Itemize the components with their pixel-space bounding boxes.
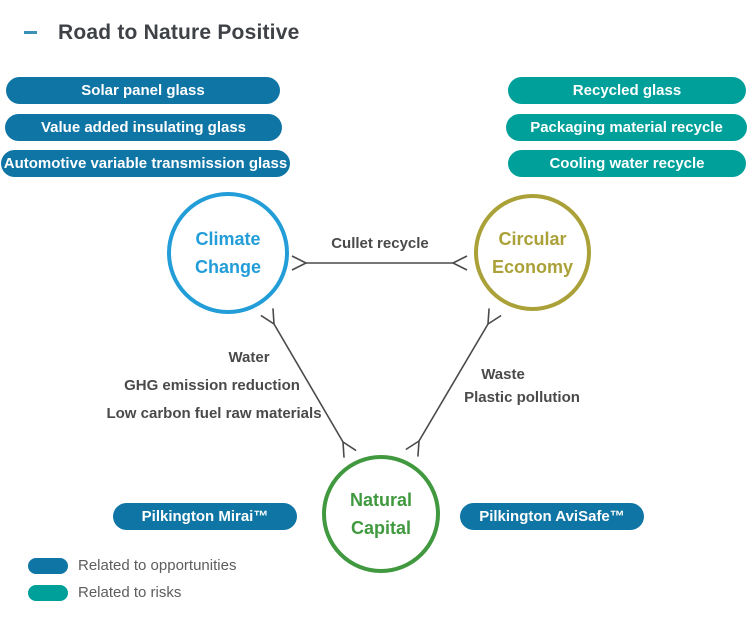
- legend-opportunities-label: Related to opportunities: [78, 557, 237, 574]
- node-climate-change-line1: Climate: [195, 229, 261, 249]
- label-plastic-pollution: Plastic pollution: [464, 389, 580, 406]
- legend-opportunities-swatch: [28, 558, 68, 574]
- label-low-carbon-fuel-raw-materials: Low carbon fuel raw materials: [106, 405, 322, 422]
- node-climate-change: Climate Change: [167, 192, 289, 314]
- node-climate-change-line2: Change: [194, 257, 261, 277]
- pill-automotive-variable-transmission-glass: Automotive variable transmission glass: [1, 150, 290, 177]
- pill-pilkington-mirai: Pilkington Mirai™: [113, 503, 297, 530]
- node-natural-capital-line1: Natural: [349, 490, 412, 510]
- label-waste: Waste: [481, 366, 525, 383]
- node-natural-capital: Natural Capital: [322, 455, 440, 573]
- page-title: Road to Nature Positive: [58, 21, 300, 44]
- node-natural-capital-line2: Capital: [350, 518, 411, 538]
- node-circular-economy: Circular Economy: [474, 194, 591, 311]
- legend-risks-swatch: [28, 585, 68, 601]
- label-cullet-recycle: Cullet recycle: [331, 235, 429, 252]
- title-dash-icon: [24, 31, 37, 34]
- pill-solar-panel-glass: Solar panel glass: [6, 77, 280, 104]
- label-water: Water: [228, 349, 270, 366]
- pill-cooling-water-recycle: Cooling water recycle: [508, 150, 746, 177]
- pill-packaging-material-recycle: Packaging material recycle: [506, 114, 747, 141]
- node-circular-economy-line2: Economy: [491, 256, 574, 277]
- pill-recycled-glass: Recycled glass: [508, 77, 746, 104]
- pill-pilkington-avisafe: Pilkington AviSafe™: [460, 503, 644, 530]
- node-circular-economy-line1: Circular: [498, 228, 567, 249]
- legend-risks-label: Related to risks: [78, 584, 182, 601]
- label-ghg-emission-reduction: GHG emission reduction: [124, 377, 300, 394]
- pill-value-added-insulating-glass: Value added insulating glass: [5, 114, 282, 141]
